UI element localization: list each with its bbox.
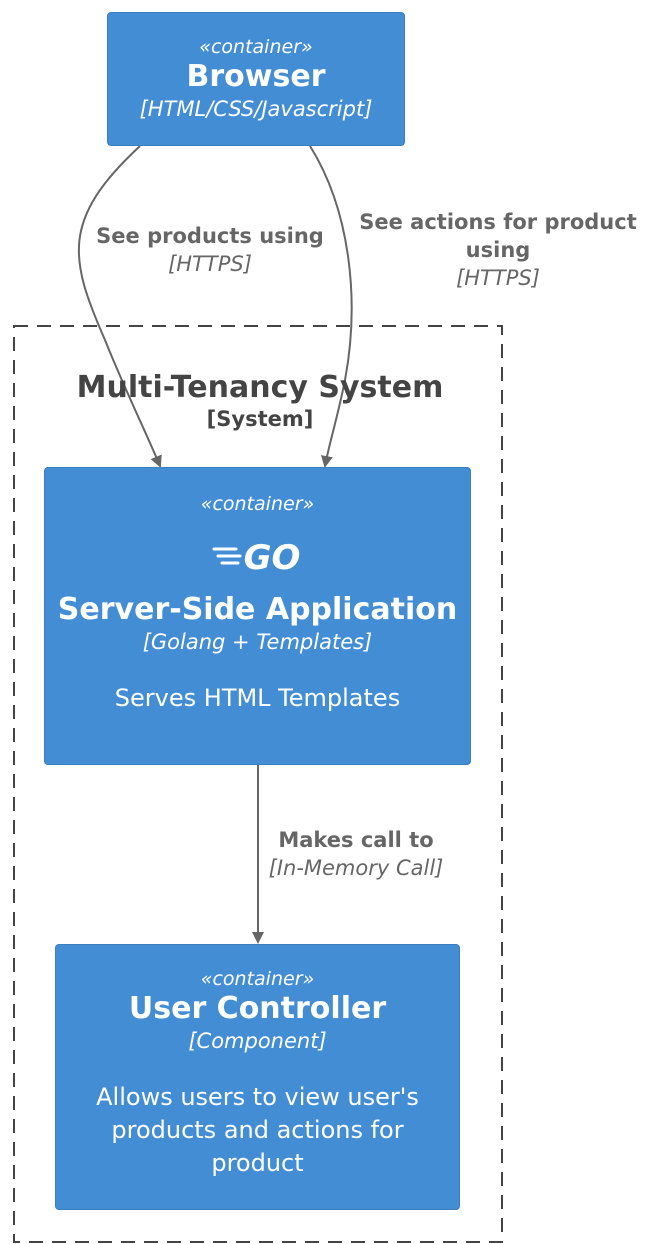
user-controller-title: User Controller	[128, 991, 387, 1026]
system-boundary	[13, 325, 503, 1243]
user-controller-description-line3: product	[211, 1149, 304, 1177]
server-app-technology: [Golang + Templates]	[142, 630, 373, 654]
server-app-stereotype: «container»	[200, 493, 315, 515]
relation-label-call: Makes call to [In-Memory Call]	[236, 826, 476, 882]
go-logo-icon: GO	[212, 538, 300, 578]
user-controller-description-line2: products and actions for	[111, 1116, 404, 1144]
user-controller-stereotype: «container»	[200, 968, 315, 990]
relation-products-title: See products using	[96, 224, 324, 248]
user-controller-description: Allows users to view user's products and…	[56, 1081, 459, 1180]
server-app-title: Server-Side Application	[57, 592, 458, 627]
user-controller-container[interactable]: «container» User Controller [Component] …	[55, 944, 460, 1210]
user-controller-description-line1: Allows users to view user's	[96, 1083, 419, 1111]
system-boundary-title: Multi-Tenancy System	[76, 370, 444, 405]
relation-label-products: See products using [HTTPS]	[80, 222, 340, 278]
relation-call-title: Makes call to	[278, 828, 434, 852]
relation-call-technology: [In-Memory Call]	[268, 856, 444, 880]
relation-label-actions: See actions for product using [HTTPS]	[346, 208, 650, 292]
browser-stereotype: «container»	[199, 36, 313, 58]
go-logo-text: GO	[243, 538, 300, 578]
system-boundary-label: Multi-Tenancy System [System]	[40, 370, 480, 432]
relation-actions-technology: [HTTPS]	[456, 266, 540, 290]
user-controller-technology: [Component]	[188, 1029, 327, 1053]
server-app-container[interactable]: «container» GO Server-Side Application […	[44, 467, 471, 765]
relation-products-technology: [HTTPS]	[168, 252, 252, 276]
relation-arrow-actions	[309, 145, 353, 468]
system-boundary-type: [System]	[206, 407, 314, 431]
browser-title: Browser	[186, 59, 326, 94]
relation-arrow-products	[77, 145, 162, 468]
browser-technology: [HTML/CSS/Javascript]	[139, 97, 373, 121]
relation-actions-title-line2: using	[465, 238, 531, 262]
server-app-description: Serves HTML Templates	[114, 684, 401, 712]
relation-actions-title-line1: See actions for product	[359, 210, 637, 234]
browser-container[interactable]: «container» Browser [HTML/CSS/Javascript…	[107, 12, 405, 146]
